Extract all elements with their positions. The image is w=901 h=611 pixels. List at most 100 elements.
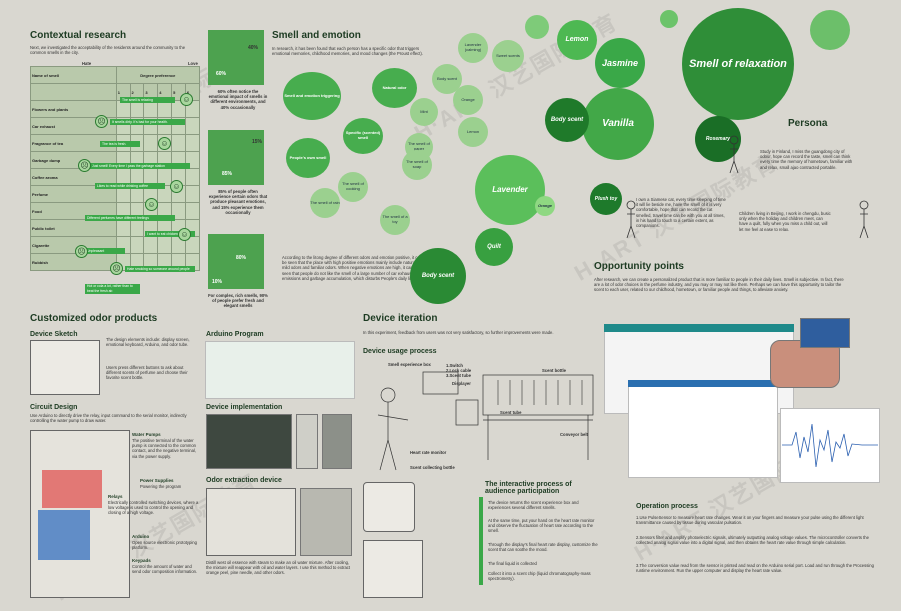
preference-bar: Hot or cola a lot, rather than to beat t… — [85, 284, 140, 294]
decor-bubble — [810, 10, 850, 50]
arduino-code-screenshot — [205, 341, 355, 399]
stat-chart-1 — [208, 30, 264, 85]
preference-bar: Hate smoking so someone around people — [125, 266, 195, 272]
part-name: Water Pumps — [132, 432, 161, 437]
stat-pct: 80% — [236, 255, 247, 261]
impl-title: Device implementation — [206, 404, 283, 411]
stat-text: 85% of people often experience certain o… — [208, 189, 268, 215]
interactive-step: At the same time, put your hand on the h… — [488, 518, 595, 534]
usage-label: Scent tube — [500, 410, 522, 415]
steps-line — [479, 497, 483, 585]
stat-pct: 40% — [248, 45, 259, 51]
node-lavender: Lavender (calming) — [458, 33, 488, 63]
persona-figure-icon — [626, 200, 636, 239]
circuit-title: Circuit Design — [30, 404, 78, 411]
iteration-intro: In this experiment, feedback from users … — [363, 330, 554, 335]
bubble-quilt: Quilt — [475, 228, 513, 266]
arduino-photo — [800, 318, 850, 348]
usage-label: Displayer — [452, 381, 471, 386]
decor-bubble — [660, 10, 678, 28]
circuit-text: Use Arduino to directly drive the relay,… — [30, 413, 187, 424]
persona-figure-icon — [859, 200, 869, 239]
customized-title: Customized odor products — [30, 313, 158, 324]
heart-rate-wave — [782, 423, 878, 468]
bubble-body-scent: Body scent — [545, 98, 589, 142]
preference-bar: The tea is fresh. — [100, 141, 140, 147]
operation-step: 3.The conversion value read from the sen… — [636, 563, 874, 574]
sad-face-icon: ☹ — [95, 115, 108, 128]
distillation-photo — [300, 488, 352, 556]
stat-pct: 85% — [222, 171, 233, 177]
interactive-step: Collect it into a scent chip (liquid chr… — [488, 571, 591, 582]
usage-label: 2.Lock cable — [446, 368, 472, 373]
node-soap: The smell of soap — [402, 150, 432, 180]
decor-bubble — [525, 15, 549, 39]
collector-sketch — [363, 540, 423, 598]
operation-step: 1.Use PulseSensor to measure heart rate … — [636, 515, 864, 526]
node-sweet: Sweet scents — [492, 40, 524, 72]
scent-chip-sketch — [363, 482, 415, 532]
preference-bar: The smell is relaxing — [120, 97, 175, 103]
happy-face-icon: ☺ — [180, 93, 193, 106]
operation-title: Operation process — [636, 503, 698, 510]
usage-label: Scent bottle — [542, 368, 566, 373]
row-name: Public toilet — [30, 219, 117, 237]
interactive-step: Through the display's final heart rate d… — [488, 542, 598, 553]
opportunity-title: Opportunity points — [594, 261, 684, 272]
usage-label: 3.Scent tube — [446, 373, 471, 378]
relay-module — [42, 470, 102, 508]
usage-process-title: Device usage process — [363, 348, 437, 355]
bubble-plush-toy: Plush toy — [590, 183, 622, 215]
part-name: Relays — [108, 494, 123, 499]
usage-label: Conveyor belt — [560, 432, 588, 437]
col-num: 2 — [129, 83, 145, 101]
arduino-title: Arduino Program — [206, 331, 264, 338]
node-orange: Orange — [453, 85, 483, 115]
node-own-smell: People's own smell — [286, 138, 330, 178]
node-cooking: The smell of cooking — [338, 172, 368, 202]
sketch-text-1: The design elements include: display scr… — [106, 337, 190, 348]
row-name: Flowers and plants — [30, 100, 117, 118]
stat-pct: 15% — [252, 139, 263, 145]
usage-label: Heart rate monitor — [410, 450, 447, 455]
col-num: 1 — [115, 83, 131, 101]
name-col-header: Name of smell — [30, 66, 117, 84]
part-name: Arduino — [132, 534, 150, 539]
persona-text-1: Study in Finland, I miss the guangdong c… — [760, 149, 853, 170]
odor-title: Odor extraction device — [206, 477, 282, 484]
persona-text-2: I own a Siamese cat, every time sleeping… — [636, 197, 726, 229]
serial-titlebar — [628, 380, 778, 387]
part-name: Keypads — [132, 558, 151, 563]
love-label: Love — [188, 61, 198, 66]
preference-bar: It smells dirty. It's bad for your healt… — [110, 119, 185, 125]
device-sketch-image — [30, 340, 100, 395]
part-text: Control the amount of water and send odo… — [132, 564, 198, 575]
node-mint: Mint — [410, 98, 438, 126]
serial-monitor-screenshot — [628, 380, 778, 478]
sad-face-icon: ☹ — [75, 245, 88, 258]
bubble-vanilla: Vanilla — [582, 88, 654, 160]
distillation-sketch — [206, 488, 296, 556]
sketch-title: Device Sketch — [30, 331, 78, 338]
odor-text: Distill west oil essence with steam to m… — [206, 560, 351, 576]
persona-text-3: Children living in Beijing, I work in ch… — [739, 211, 831, 232]
interactive-step: The device returns the scent experience … — [488, 500, 579, 511]
stat-text: For complex, rich smells, 90% of people … — [208, 293, 268, 309]
part-name: Power Supplies — [140, 478, 174, 483]
smell-emotion-body: According to the litong degree of differ… — [282, 255, 425, 281]
node-triggering: Smell and emotion triggering — [283, 72, 341, 120]
device-photo — [296, 414, 318, 469]
stat-pct: 10% — [212, 279, 223, 285]
degree-header: Degree preference — [115, 66, 201, 84]
interactive-title: The interactive process of audience part… — [485, 481, 572, 495]
node-natural: Natural odor — [372, 68, 417, 108]
persona-title: Persona — [788, 118, 828, 129]
happy-face-icon: ☺ — [158, 137, 171, 150]
preference-bar: Different perfumes have different feelin… — [85, 215, 175, 221]
happy-face-icon: ☺ — [170, 180, 183, 193]
interactive-step: The final liquid is collected — [488, 561, 537, 566]
row-name: Coffee aroma — [30, 168, 117, 186]
usage-label: Scent collecting bottle — [410, 465, 455, 470]
part-text: Electrically controlled switching device… — [108, 500, 199, 516]
device-photo — [206, 414, 292, 469]
